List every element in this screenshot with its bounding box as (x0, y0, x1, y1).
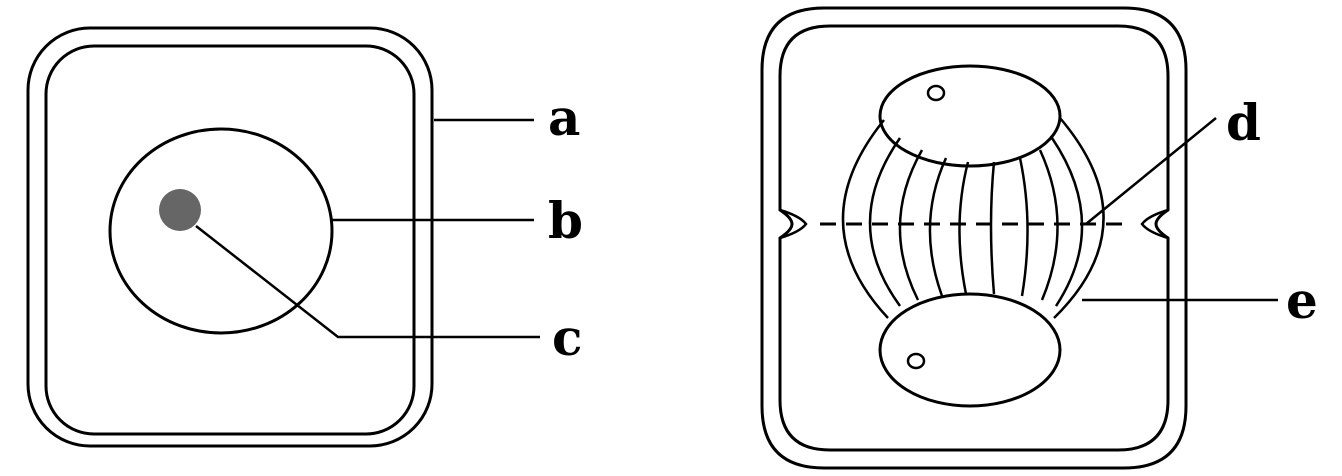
lower-nucleolus (906, 352, 926, 370)
spindle-fiber (928, 157, 948, 297)
dividing-cell: d e (760, 6, 1318, 470)
spindle-fiber (958, 161, 970, 295)
upper-daughter-nucleus (878, 64, 1062, 168)
right-cell-membrane-inner (778, 24, 1170, 452)
nucleus (108, 127, 334, 335)
interphase-cell: a b c (26, 26, 583, 448)
spindle-fiber (1053, 117, 1105, 319)
leader-line-d (1085, 117, 1217, 225)
spindle-fiber (841, 119, 889, 319)
label-a: a (548, 88, 580, 147)
right-cell-wall-outer (760, 6, 1188, 470)
label-d: d (1226, 93, 1261, 152)
spindle-fiber (1018, 157, 1029, 297)
lower-daughter-nucleus (878, 292, 1062, 408)
right-furrow-notch (1140, 208, 1169, 240)
left-cell-wall-outer (26, 26, 434, 448)
left-furrow-notch (779, 208, 808, 240)
leader-line-c (195, 225, 540, 339)
spindle-fiber (989, 161, 996, 295)
label-e: e (1286, 271, 1318, 330)
label-b: b (548, 191, 583, 250)
nucleolus (159, 189, 201, 231)
upper-nucleolus (926, 84, 946, 102)
label-c: c (552, 308, 582, 367)
spindle-fiber (868, 137, 902, 307)
left-cell-membrane-inner (44, 44, 416, 436)
spindle-fibers (841, 117, 1105, 319)
